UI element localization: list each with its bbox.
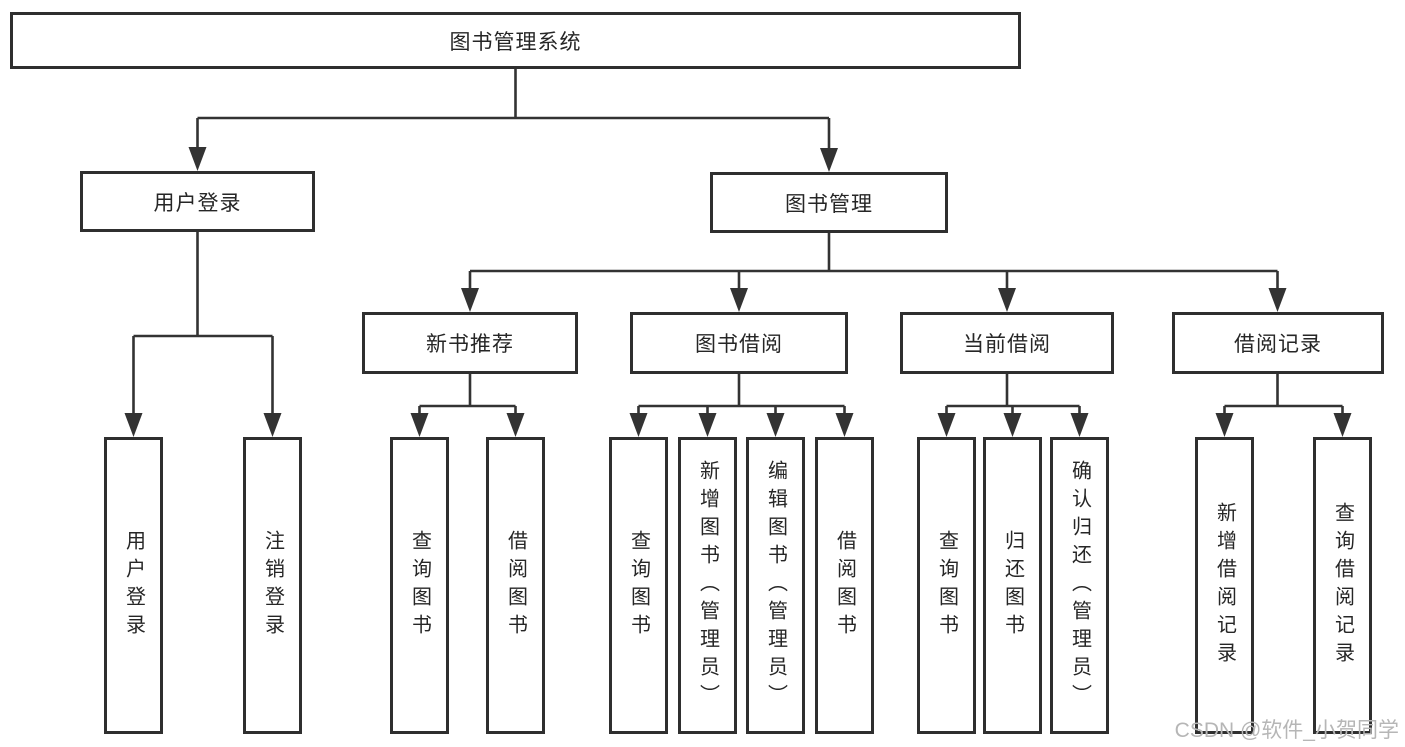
leaf-borrow-books-label: 借阅图书 xyxy=(833,529,856,642)
leaf-user-login-label: 用户登录 xyxy=(122,529,145,642)
node-new-book-recommend-label: 新书推荐 xyxy=(426,333,514,356)
leaf-logout: 注销登录 xyxy=(243,437,302,734)
leaf-borrow-query-books-label: 查询图书 xyxy=(627,529,650,642)
node-book-borrow: 图书借阅 xyxy=(630,312,848,374)
leaf-recommend-query-books: 查询图书 xyxy=(390,437,449,734)
csdn-watermark: CSDN @软件_小贺同学 xyxy=(1174,719,1399,742)
leaf-confirm-return-admin: 确认归还（管理员） xyxy=(1050,437,1109,734)
node-book-management-label: 图书管理 xyxy=(785,192,873,216)
node-library-system: 图书管理系统 xyxy=(10,12,1021,69)
leaf-confirm-return-admin-label: 确认归还（管理员） xyxy=(1068,459,1091,712)
node-book-management: 图书管理 xyxy=(710,172,948,233)
node-current-borrow: 当前借阅 xyxy=(900,312,1114,374)
leaf-recommend-borrow-books: 借阅图书 xyxy=(486,437,545,734)
node-library-system-label: 图书管理系统 xyxy=(449,30,582,54)
node-user-login: 用户登录 xyxy=(80,171,315,232)
leaf-recommend-borrow-books-label: 借阅图书 xyxy=(504,529,527,642)
leaf-return-books: 归还图书 xyxy=(983,437,1042,734)
leaf-query-borrow-record: 查询借阅记录 xyxy=(1313,437,1372,734)
leaf-borrow-books: 借阅图书 xyxy=(815,437,874,734)
leaf-add-book-admin: 新增图书（管理员） xyxy=(678,437,737,734)
leaf-add-borrow-record: 新增借阅记录 xyxy=(1195,437,1254,734)
node-borrow-records: 借阅记录 xyxy=(1172,312,1384,374)
leaf-add-book-admin-label: 新增图书（管理员） xyxy=(696,459,719,712)
leaf-current-query-books-label: 查询图书 xyxy=(935,529,958,642)
leaf-current-query-books: 查询图书 xyxy=(917,437,976,734)
node-user-login-label: 用户登录 xyxy=(153,191,242,215)
leaf-user-login: 用户登录 xyxy=(104,437,163,734)
leaf-return-books-label: 归还图书 xyxy=(1001,529,1024,642)
leaf-logout-label: 注销登录 xyxy=(261,529,284,642)
leaf-edit-book-admin: 编辑图书（管理员） xyxy=(746,437,805,734)
node-current-borrow-label: 当前借阅 xyxy=(963,333,1051,356)
node-book-borrow-label: 图书借阅 xyxy=(695,333,783,356)
node-new-book-recommend: 新书推荐 xyxy=(362,312,578,374)
leaf-borrow-query-books: 查询图书 xyxy=(609,437,668,734)
node-borrow-records-label: 借阅记录 xyxy=(1234,333,1322,356)
leaf-add-borrow-record-label: 新增借阅记录 xyxy=(1213,501,1236,670)
leaf-edit-book-admin-label: 编辑图书（管理员） xyxy=(764,459,787,712)
leaf-recommend-query-books-label: 查询图书 xyxy=(408,529,431,642)
leaf-query-borrow-record-label: 查询借阅记录 xyxy=(1331,501,1354,670)
